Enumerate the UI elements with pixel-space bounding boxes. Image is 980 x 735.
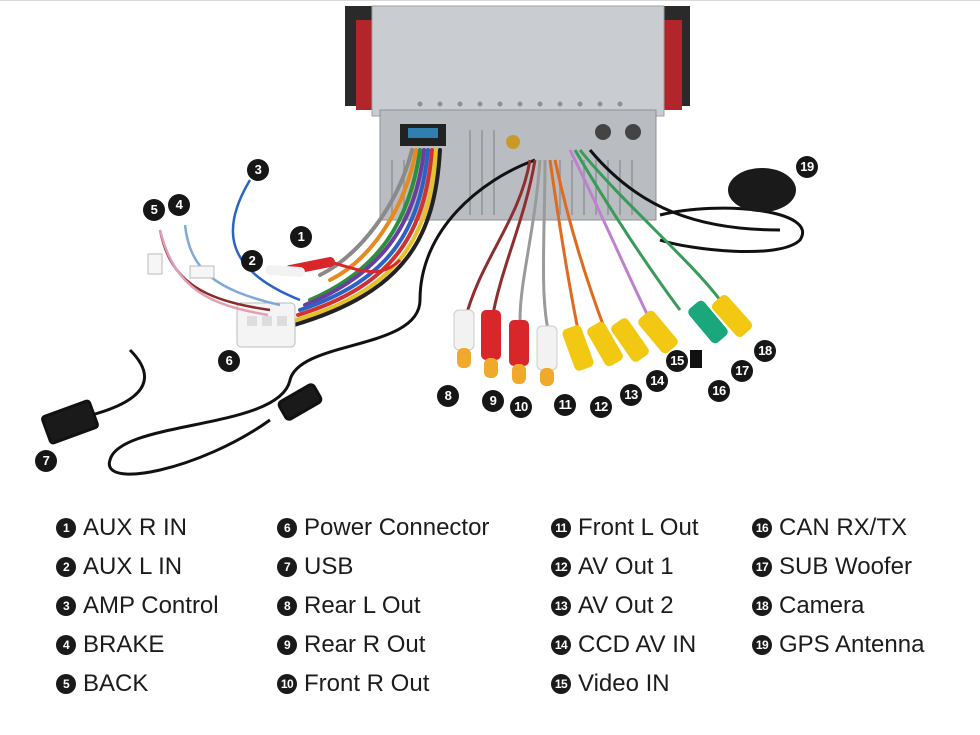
callout-8: 8 (437, 385, 459, 407)
callout-17: 17 (731, 360, 753, 382)
number-badge: 9 (277, 634, 297, 655)
callout-6: 6 (218, 350, 240, 372)
legend-item: 15 Video IN (551, 664, 699, 703)
legend-label: AUX L IN (83, 552, 183, 580)
number-badge: 11 (551, 517, 571, 538)
number-badge: 1 (56, 517, 76, 538)
legend-item: 14 CCD AV IN (551, 625, 699, 664)
usb-cable (41, 158, 536, 476)
top-divider (0, 0, 980, 1)
rca-wires (463, 149, 722, 331)
number-badge: 8 (277, 595, 297, 616)
callout-12: 12 (590, 396, 612, 418)
legend-item: 11 Front L Out (551, 508, 699, 547)
number-badge: 4 (56, 634, 76, 655)
aux-in-plugs (265, 257, 402, 277)
callout-11: 11 (554, 394, 576, 416)
control-wires (158, 179, 301, 317)
callout-13: 13 (620, 384, 642, 406)
legend-label: Front L Out (578, 513, 699, 541)
number-badge: 2 (56, 556, 76, 577)
legend-item: 18 Camera (752, 586, 924, 625)
legend-column-2: 6 Power Connector 7 USB 8 Rear L Out 9 Rear … (277, 508, 489, 703)
legend-item: 5 BACK (56, 664, 219, 703)
callout-18: 18 (754, 340, 776, 362)
legend-label: GPS Antenna (779, 630, 925, 658)
legend-column-3: 11 Front L Out 12 AV Out 1 13 AV Out 2 14 CC… (551, 508, 699, 703)
callout-16: 16 (708, 380, 730, 402)
legend-label: CAN RX/TX (779, 513, 908, 541)
legend-item: 13 AV Out 2 (551, 586, 699, 625)
callout-9: 9 (482, 390, 504, 412)
number-badge: 14 (551, 634, 571, 655)
legend-label: Rear L Out (304, 591, 421, 619)
legend-label: Front R Out (304, 669, 430, 697)
legend-label: USB (304, 552, 354, 580)
legend-item: 8 Rear L Out (277, 586, 489, 625)
callout-4: 4 (168, 194, 190, 216)
legend-column-4: 16 CAN RX/TX 17 SUB Woofer 18 Camera 19 GPS … (752, 508, 924, 664)
power-connector (236, 302, 296, 348)
number-badge: 17 (752, 556, 772, 577)
number-badge: 16 (752, 517, 772, 538)
callout-15: 15 (666, 350, 688, 372)
legend-item: 7 USB (277, 547, 489, 586)
callout-3: 3 (247, 159, 269, 181)
number-badge: 13 (551, 595, 571, 616)
legend-label: SUB Woofer (779, 552, 912, 580)
number-badge: 12 (551, 556, 571, 577)
harness-wires (292, 148, 442, 327)
legend-item: 17 SUB Woofer (752, 547, 924, 586)
legend-item: 6 Power Connector (277, 508, 489, 547)
legend-item: 9 Rear R Out (277, 625, 489, 664)
wiring-diagram (41, 5, 804, 476)
gps-antenna (588, 149, 804, 253)
legend-item: 19 GPS Antenna (752, 625, 924, 664)
callout-19: 19 (796, 156, 818, 178)
legend-label: Video IN (578, 669, 670, 697)
legend-label: AMP Control (83, 591, 219, 619)
legend-item: 2 AUX L IN (56, 547, 219, 586)
rca-plugs (453, 295, 753, 386)
number-badge: 3 (56, 595, 76, 616)
callout-1: 1 (290, 226, 312, 248)
legend-item: 4 BRAKE (56, 625, 219, 664)
legend-item: 1 AUX R IN (56, 508, 219, 547)
legend-label: AV Out 2 (578, 591, 674, 619)
legend-label: BACK (83, 669, 149, 697)
legend-item: 3 AMP Control (56, 586, 219, 625)
number-badge: 5 (56, 673, 76, 694)
legend-label: AUX R IN (83, 513, 188, 541)
callout-7: 7 (35, 450, 57, 472)
callout-14: 14 (646, 370, 668, 392)
legend-label: Rear R Out (304, 630, 426, 658)
number-badge: 19 (752, 634, 772, 655)
legend-label: Power Connector (304, 513, 490, 541)
callout-5: 5 (143, 199, 165, 221)
number-badge: 15 (551, 673, 571, 694)
legend-label: Camera (779, 591, 865, 619)
number-badge: 10 (277, 673, 297, 694)
number-badge: 7 (277, 556, 297, 577)
number-badge: 18 (752, 595, 772, 616)
legend-label: AV Out 1 (578, 552, 674, 580)
legend-item: 10 Front R Out (277, 664, 489, 703)
callout-2: 2 (241, 250, 263, 272)
head-unit (345, 5, 690, 221)
legend-label: BRAKE (83, 630, 165, 658)
legend-item: 12 AV Out 1 (551, 547, 699, 586)
cable-tags (147, 253, 215, 279)
number-badge: 6 (277, 517, 297, 538)
legend-item: 16 CAN RX/TX (752, 508, 924, 547)
legend-label: CCD AV IN (578, 630, 697, 658)
callout-10: 10 (510, 396, 532, 418)
